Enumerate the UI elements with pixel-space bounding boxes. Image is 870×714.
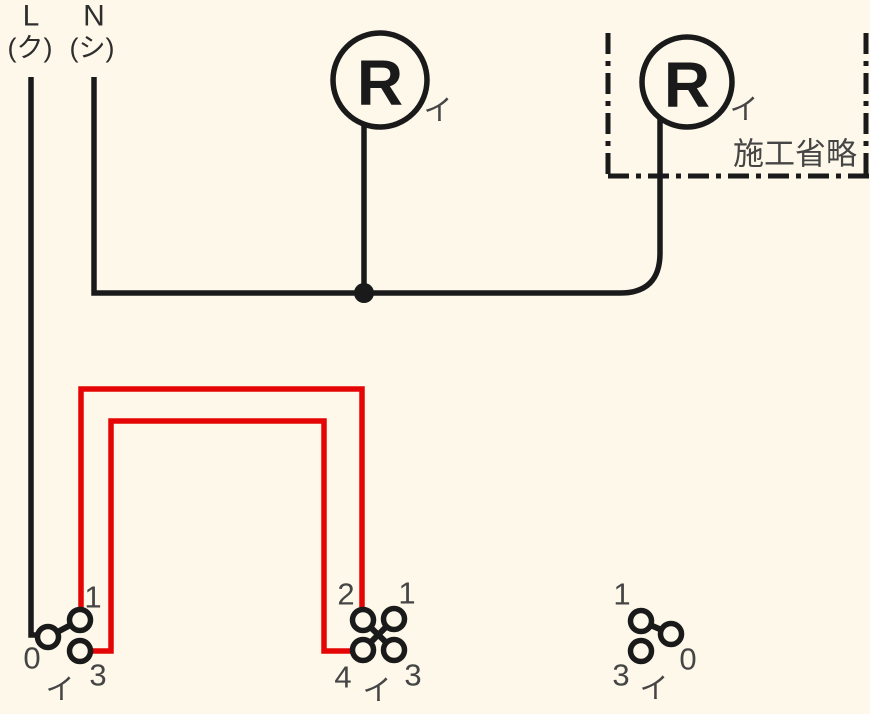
switch-circuit-label: イ bbox=[639, 673, 668, 705]
neutral-terminal-label: N bbox=[83, 0, 105, 33]
lamp-right-symbol: R bbox=[664, 49, 709, 121]
terminal-3-circle bbox=[380, 636, 408, 664]
terminal-0-circle bbox=[34, 623, 62, 651]
red-conductors bbox=[78, 386, 365, 654]
red-wire-inner bbox=[90, 418, 352, 654]
lamp-left-circle bbox=[330, 30, 430, 130]
live-phase-label: (ク) bbox=[8, 33, 53, 63]
terminal-4-label: 4 bbox=[334, 660, 351, 695]
four-way-labels: 2 1 4 3 イ bbox=[334, 576, 421, 708]
lamp-right: R イ bbox=[639, 34, 759, 130]
terminal-0-label: 0 bbox=[679, 642, 696, 677]
three-way-switch-left: 1 0 3 イ bbox=[23, 580, 106, 707]
power-source-labels: L (ク) N (シ) bbox=[8, 0, 115, 63]
terminal-2-label: 2 bbox=[337, 577, 354, 612]
three-way-left-terminals bbox=[34, 606, 94, 665]
terminal-1-circle bbox=[380, 605, 408, 633]
omission-box bbox=[605, 33, 870, 179]
terminal-3-label: 3 bbox=[404, 658, 421, 693]
four-way-switch: 2 1 4 3 イ bbox=[334, 576, 421, 708]
terminal-1-label: 1 bbox=[613, 577, 630, 612]
three-way-left-labels: 1 0 3 イ bbox=[23, 580, 106, 707]
lamp-left-symbol: R bbox=[357, 47, 402, 119]
lamp-left: R イ bbox=[330, 30, 453, 130]
junction-dot bbox=[354, 283, 374, 303]
lamp-right-circle bbox=[639, 34, 735, 130]
lamp-left-circuit-label: イ bbox=[423, 95, 452, 127]
red-wire-outer bbox=[78, 386, 365, 612]
terminal-0-circle bbox=[657, 620, 685, 648]
four-way-terminals bbox=[349, 605, 408, 664]
omission-box-label: 施工省略 bbox=[733, 137, 857, 172]
three-way-right-labels: 1 0 3 イ bbox=[612, 577, 696, 706]
three-way-switch-right: 1 0 3 イ bbox=[612, 577, 696, 706]
terminal-1-circle bbox=[66, 606, 94, 634]
neutral-phase-label: (シ) bbox=[70, 33, 115, 63]
terminal-1-label: 1 bbox=[398, 576, 415, 611]
switch-circuit-label: イ bbox=[45, 674, 74, 706]
terminal-3-label: 3 bbox=[89, 658, 106, 693]
live-terminal-label: L bbox=[23, 0, 40, 33]
terminal-1-circle bbox=[627, 607, 655, 635]
terminal-0-label: 0 bbox=[23, 641, 40, 676]
switch-circuit-label: イ bbox=[362, 675, 391, 707]
terminal-1-label: 1 bbox=[84, 580, 101, 615]
terminal-3-circle bbox=[66, 637, 94, 665]
neutral-wire bbox=[91, 77, 663, 296]
terminal-4-circle bbox=[349, 636, 377, 664]
lamp-right-circuit-label: イ bbox=[729, 94, 758, 126]
terminal-3-label: 3 bbox=[612, 658, 629, 693]
terminal-3-circle bbox=[627, 637, 655, 665]
terminal-2-circle bbox=[349, 606, 377, 634]
three-way-right-terminals bbox=[627, 607, 685, 665]
